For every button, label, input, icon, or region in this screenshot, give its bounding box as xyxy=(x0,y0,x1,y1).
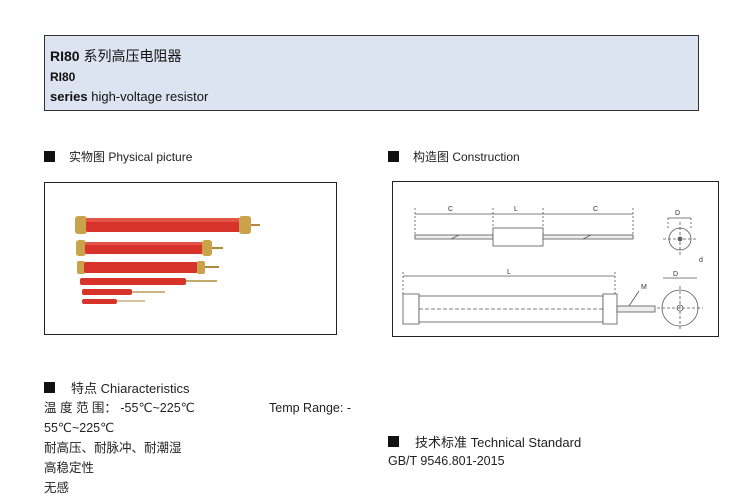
label-l2: L xyxy=(507,269,511,276)
construction-heading: 构造图 Construction xyxy=(388,148,520,165)
physical-heading: 实物图 Physical picture xyxy=(44,148,192,165)
standard-heading: 技术标准 Technical Standard xyxy=(388,432,581,451)
label-d-small: d xyxy=(699,257,703,264)
characteristics-heading: 特点 Chiaracteristics xyxy=(44,378,189,397)
bullet-square-icon xyxy=(44,382,55,393)
construction-drawing: C L C D d L M D xyxy=(392,181,719,337)
resistor-photo xyxy=(75,216,260,304)
title-banner: RI80 系列高压电阻器 RI80 series high-voltage re… xyxy=(44,35,699,111)
temp-range-cn: 温 度 范 围： -55℃~225℃ xyxy=(44,401,195,415)
banner-series: series high-voltage resistor xyxy=(50,89,209,104)
banner-title: RI80 系列高压电阻器 xyxy=(50,48,182,64)
label-c2: C xyxy=(593,206,598,213)
label-l1: L xyxy=(514,206,518,213)
feature-item: 耐高压、耐脉冲、耐潮湿 xyxy=(44,441,182,455)
label-m: M xyxy=(641,284,647,291)
bullet-square-icon xyxy=(44,151,55,162)
physical-picture xyxy=(44,182,337,335)
bullet-square-icon xyxy=(388,151,399,162)
bullet-square-icon xyxy=(388,436,399,447)
standard-value: GB/T 9546.801-2015 xyxy=(388,454,505,468)
temp-range-en: Temp Range: - xyxy=(269,401,351,415)
feature-item: 高稳定性 xyxy=(44,461,95,475)
characteristics-body: 温 度 范 围： -55℃~225℃ Temp Range: - 55℃~225… xyxy=(44,398,374,498)
banner-model: RI80 xyxy=(50,70,76,84)
temp-range-en-cont: 55℃~225℃ xyxy=(44,421,115,435)
feature-item: 无感 xyxy=(44,481,70,495)
construction-diagram: C L C D d L M D xyxy=(402,206,703,330)
label-d2: D xyxy=(673,271,678,278)
label-c1: C xyxy=(448,206,453,213)
label-d1: D xyxy=(675,210,680,217)
